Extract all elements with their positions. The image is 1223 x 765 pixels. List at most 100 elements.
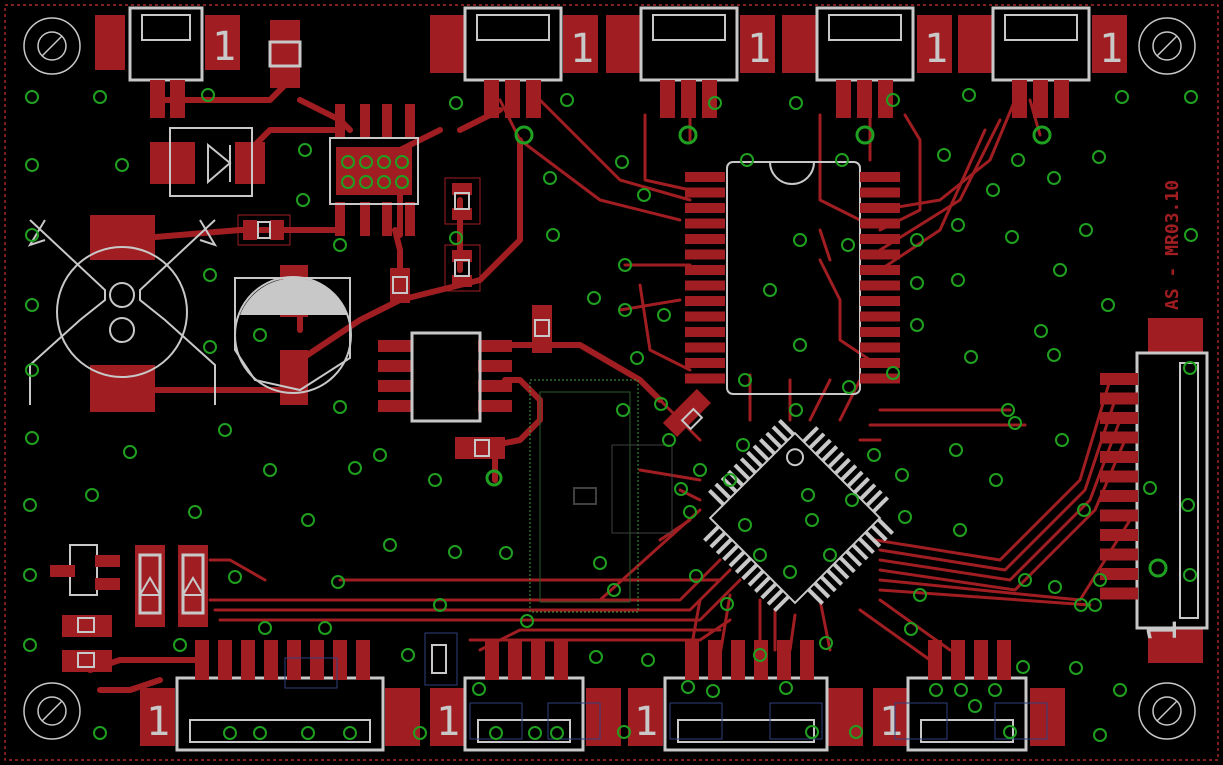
via <box>93 90 107 104</box>
via <box>1005 230 1019 244</box>
via <box>753 648 767 662</box>
via <box>331 575 345 589</box>
via <box>1016 660 1030 674</box>
mcu-pin <box>819 575 837 593</box>
mcu-pin <box>859 483 877 501</box>
pin1-marker: 1 <box>436 699 460 745</box>
small-resistor-r7 <box>455 437 505 459</box>
via <box>543 171 557 185</box>
connector-j2: 1 <box>430 6 598 118</box>
keepout-boxes <box>284 632 1048 740</box>
mcu-pin <box>728 550 746 568</box>
connector-j3: 1 <box>606 6 775 118</box>
pin1-marker: 1 <box>570 26 594 72</box>
via <box>301 726 315 740</box>
ic-pin <box>685 249 725 260</box>
via <box>23 568 37 582</box>
top-connectors: 1 1 1 <box>95 6 1127 118</box>
mcu-pin <box>733 463 751 481</box>
mcu-pin <box>840 464 858 482</box>
mcu-pin <box>739 457 757 475</box>
via <box>951 273 965 287</box>
board-outline <box>4 4 1219 761</box>
ic-pin <box>860 203 900 213</box>
via <box>708 96 722 110</box>
via <box>1079 223 1093 237</box>
via <box>674 482 688 496</box>
ic-pin <box>860 234 900 244</box>
via <box>953 523 967 537</box>
fpc-pin <box>1100 568 1138 580</box>
led-d2 <box>135 545 165 627</box>
via <box>433 598 447 612</box>
mounting-hole-br <box>1138 682 1196 740</box>
mcu-pin <box>722 544 740 562</box>
mcu-pin <box>714 482 732 500</box>
via <box>1047 348 1061 362</box>
via <box>740 153 754 167</box>
via <box>779 681 793 695</box>
connector-j1: 1 <box>95 6 240 118</box>
ic-pin <box>860 249 900 260</box>
mcu-pin <box>709 531 727 549</box>
via <box>683 505 697 519</box>
via <box>1055 433 1069 447</box>
via <box>560 93 574 107</box>
via <box>373 448 387 462</box>
via <box>616 403 630 417</box>
mcu-pin <box>760 582 778 600</box>
via <box>546 228 560 242</box>
via <box>842 380 856 394</box>
via <box>968 699 982 713</box>
led-d3 <box>178 545 208 627</box>
ic-pin <box>860 296 900 306</box>
mounting-hole-tl <box>23 17 81 75</box>
via <box>738 518 752 532</box>
via <box>550 726 564 740</box>
connector-j5: 1 <box>958 6 1127 118</box>
mcu-pin <box>773 595 791 613</box>
via <box>401 648 415 662</box>
via <box>23 498 37 512</box>
via <box>203 268 217 282</box>
via <box>499 546 513 560</box>
soic28-u3 <box>685 161 900 395</box>
ic-pin <box>860 327 900 337</box>
connector-j7: 1 <box>430 640 621 752</box>
capacitor-c1 <box>234 265 352 405</box>
resistor-r10 <box>62 650 112 672</box>
via <box>618 303 632 317</box>
via <box>637 188 651 202</box>
via <box>23 638 37 652</box>
via <box>937 148 951 162</box>
via <box>954 683 968 697</box>
via <box>1003 725 1017 739</box>
ic-pin <box>685 187 725 198</box>
via <box>223 726 237 740</box>
via <box>489 726 503 740</box>
mcu-pin <box>715 537 733 555</box>
via <box>1048 580 1062 594</box>
via <box>835 153 849 167</box>
mcu-pin <box>766 588 784 606</box>
ic-pin <box>685 280 725 291</box>
regulator-ic-u1 <box>329 104 419 236</box>
ic-pin <box>860 187 900 198</box>
mcu-pin <box>857 537 875 555</box>
via <box>1101 298 1115 312</box>
via <box>188 505 202 519</box>
mcu-pin <box>826 568 844 586</box>
small-resistor-r5 <box>444 244 481 292</box>
via <box>1184 228 1198 242</box>
bottom-connectors: 1 1 1 1 <box>140 632 1065 752</box>
via <box>173 638 187 652</box>
via <box>449 96 463 110</box>
fuse-resistor <box>270 20 300 88</box>
via <box>723 473 737 487</box>
via <box>296 193 310 207</box>
via <box>298 143 312 157</box>
ic-pin <box>860 373 900 384</box>
mcu-pin <box>753 575 771 593</box>
fpc-pin <box>1100 509 1138 522</box>
via <box>689 569 703 583</box>
